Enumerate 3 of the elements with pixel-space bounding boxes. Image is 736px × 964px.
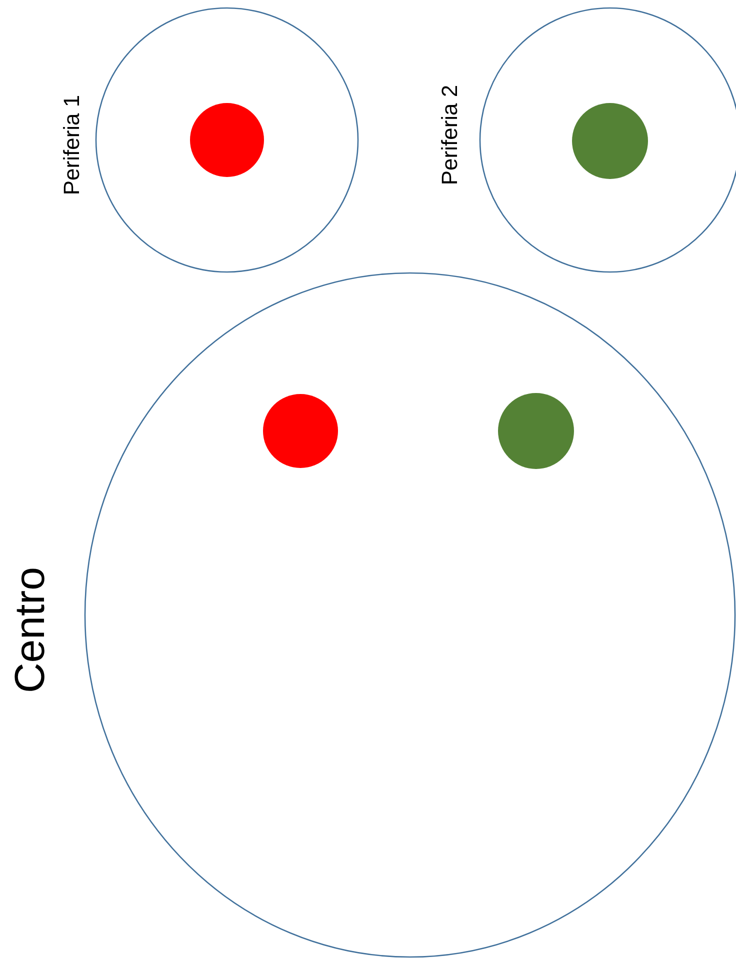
region-label: Periferia 2	[437, 84, 463, 186]
region-label: Centro	[6, 566, 54, 694]
region-label: Periferia 1	[59, 94, 85, 196]
